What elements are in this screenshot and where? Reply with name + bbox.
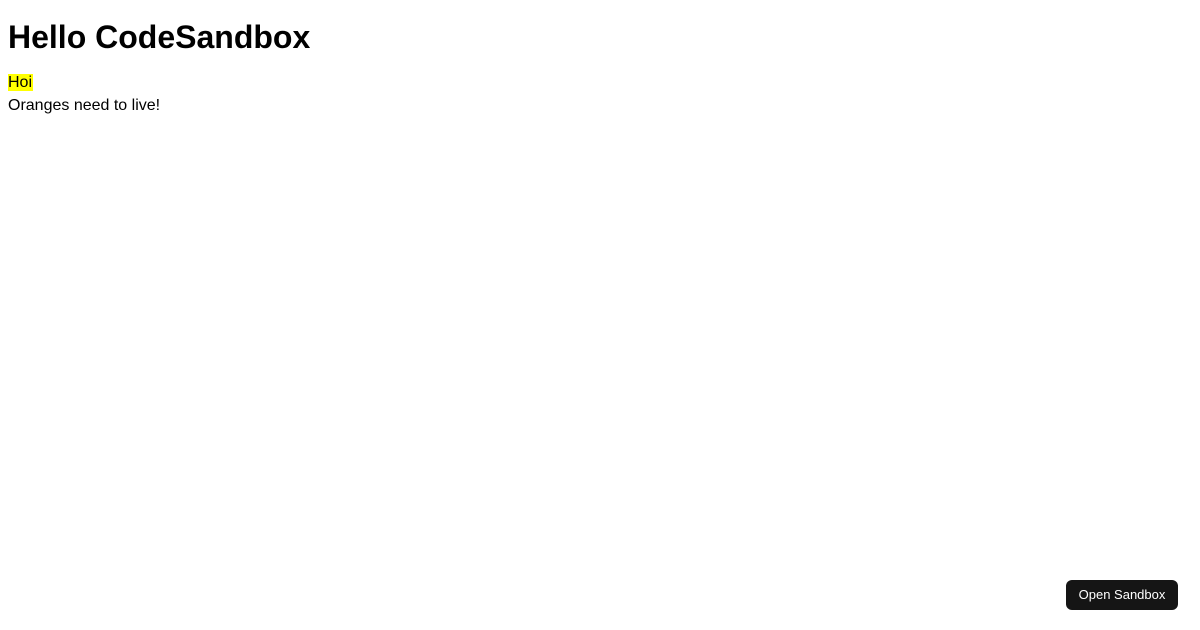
greeting-paragraph: Hoi [8,74,1192,92]
highlighted-greeting-text: Hoi [8,74,34,91]
message-paragraph: Oranges need to live! [8,97,161,114]
page-title: Hello CodeSandbox [8,19,311,55]
open-sandbox-button[interactable]: Open Sandbox [1066,580,1178,610]
app-root: Hello CodeSandbox Hoi Oranges need to li… [8,21,1192,115]
